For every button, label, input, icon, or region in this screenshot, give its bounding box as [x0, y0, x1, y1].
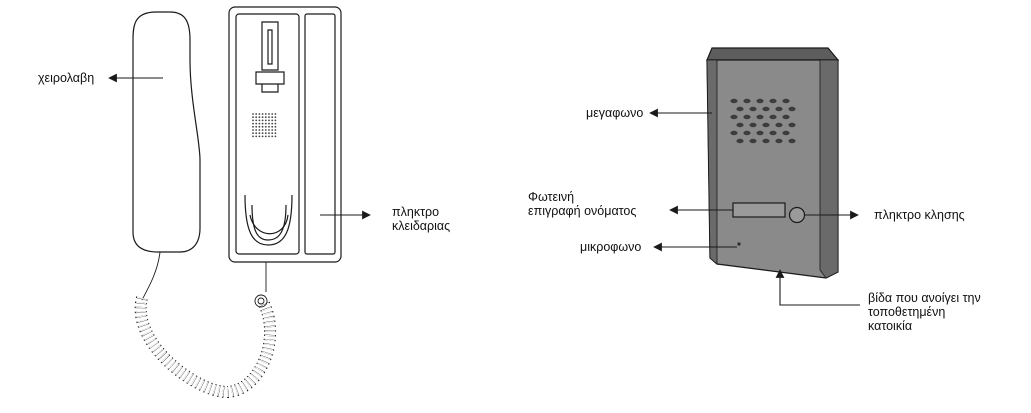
base-speaker-grille: [252, 113, 277, 138]
door-panel: [706, 47, 840, 279]
coiled-cord: [134, 251, 277, 399]
door-speaker-grille: [730, 98, 796, 144]
label-handset: χειρολαβη: [38, 71, 95, 85]
label-name-plate: Φωτεινή επιγραφή ονόματος: [528, 190, 637, 218]
callout-arrows: [108, 73, 860, 306]
label-lock-button: πληκτρο κλειδαριας: [392, 205, 451, 233]
handset: [132, 11, 201, 253]
label-speaker: μεγαφωνο: [586, 106, 644, 120]
intercom-base: [228, 6, 342, 263]
label-microphone: μικροφωνο: [580, 240, 642, 254]
label-screw: βίδα που ανοίγει την τοποθετημένη κατοικ…: [868, 291, 981, 333]
label-call-button: πληκτρο κλησης: [874, 208, 965, 222]
